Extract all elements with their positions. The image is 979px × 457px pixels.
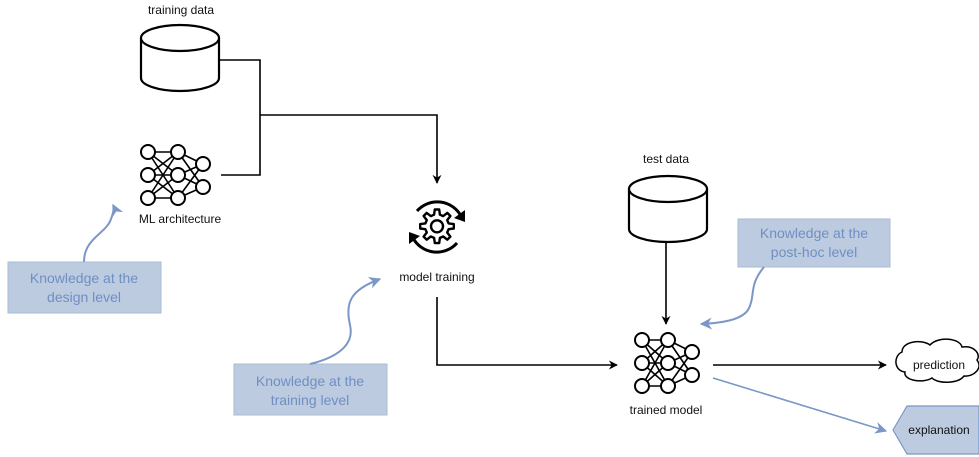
knowledge-design-line1: Knowledge at the	[30, 270, 138, 286]
test-data-database-icon	[627, 174, 709, 244]
prediction-label: prediction	[913, 358, 965, 372]
knowledge-post-hoc-line1: Knowledge at the	[760, 225, 868, 241]
prediction-cloud-shape	[895, 338, 979, 383]
training-data-connector	[219, 59, 261, 176]
knowledge-training-line1: Knowledge at the	[256, 373, 364, 389]
explanation-label: explanation	[908, 423, 969, 437]
knowledge-post-hoc-box	[737, 218, 891, 268]
model-training-label: model training	[399, 270, 474, 284]
model-training-gear-cycle-icon	[409, 200, 465, 254]
knowledge-training-box	[233, 363, 388, 416]
knowledge-design-arrow	[83, 203, 124, 263]
explanation-hexagon-shape	[892, 405, 979, 455]
knowledge-design-line2: design level	[47, 289, 121, 305]
trained-model-label: trained model	[630, 403, 703, 417]
ml-architecture-network-icon	[140, 144, 211, 206]
to-model-training-arrow	[260, 114, 442, 184]
ml-architecture-label: ML architecture	[139, 212, 222, 226]
knowledge-training-arrow	[309, 277, 382, 365]
knowledge-post-hoc-line2: post-hoc level	[771, 244, 857, 260]
to-explanation-arrow	[712, 377, 888, 434]
to-trained-model-arrow	[436, 297, 618, 370]
trained-model-network-icon	[634, 332, 700, 394]
knowledge-post-hoc-arrow	[699, 266, 765, 330]
training-data-database-icon	[139, 23, 221, 93]
test-data-label: test data	[643, 152, 689, 166]
training-data-label: training data	[148, 3, 214, 17]
knowledge-training-line2: training level	[271, 392, 350, 408]
